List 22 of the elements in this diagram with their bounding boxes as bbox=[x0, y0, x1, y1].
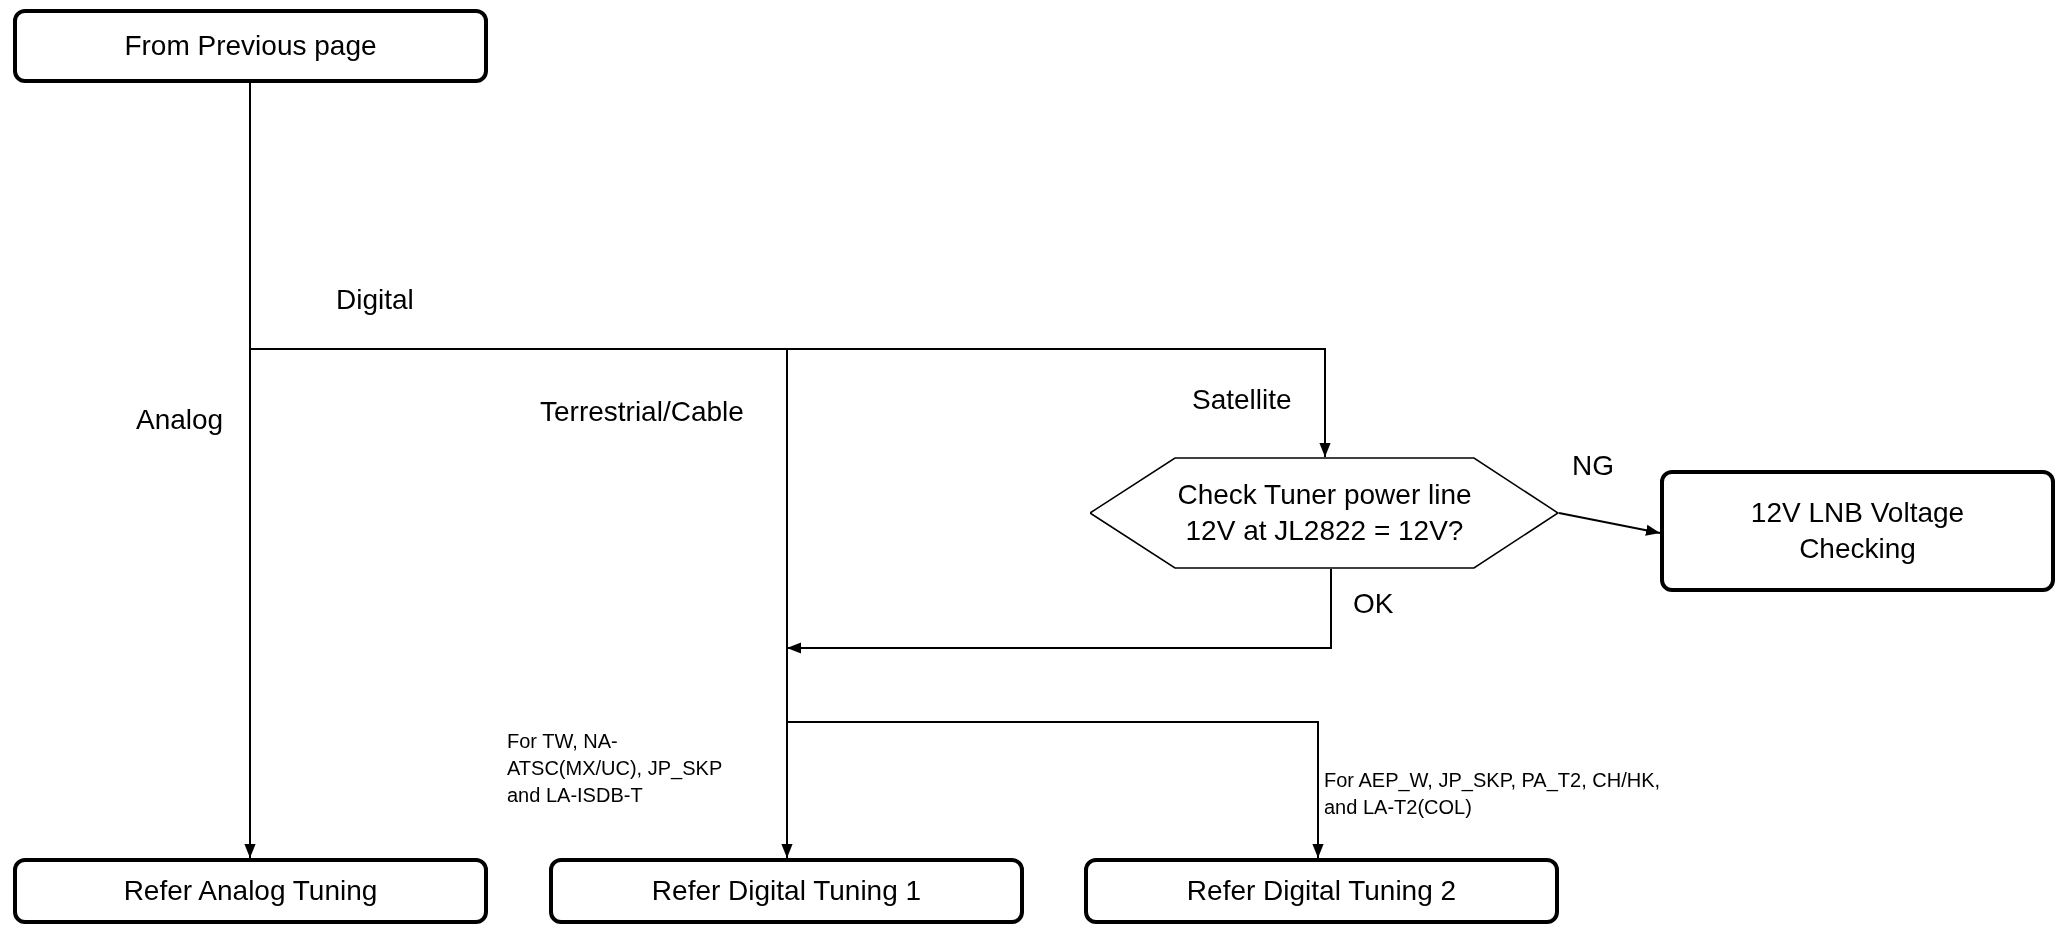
arrow bbox=[1558, 512, 1661, 536]
node-text: Refer Digital Tuning 2 bbox=[1186, 873, 1457, 908]
edge-label: Satellite bbox=[1192, 384, 1292, 416]
node-text: Refer Analog Tuning bbox=[123, 873, 378, 908]
edge-label: NG bbox=[1572, 450, 1614, 482]
process-box bbox=[1660, 470, 2055, 592]
node-text: 12V LNB Voltage Checking bbox=[1749, 495, 1966, 566]
node-text: From Previous page bbox=[124, 28, 377, 63]
note-text: For TW, NA-ATSC(MX/UC), JP_SKP and LA-ISDB-T bbox=[507, 729, 723, 808]
edge-label: Analog bbox=[136, 404, 224, 436]
node-text: Check Tuner power line 12V at JL2822 = 12V? bbox=[1176, 477, 1473, 548]
decision-hexagon bbox=[1090, 457, 1559, 569]
branch-label: Digital bbox=[336, 284, 414, 316]
process-box bbox=[549, 858, 1024, 924]
process-box bbox=[13, 9, 488, 83]
process-box bbox=[13, 858, 488, 924]
node-text: Refer Digital Tuning 1 bbox=[651, 873, 922, 908]
note-text: For AEP_W, JP_SKP, PA_T2, CH/HK, and LA-T2(COL) bbox=[1324, 768, 1662, 820]
arrow bbox=[786, 568, 1332, 654]
process-box bbox=[1084, 858, 1559, 924]
edge-label: Terrestrial/Cable bbox=[540, 396, 744, 428]
edge-label: OK bbox=[1353, 588, 1394, 620]
